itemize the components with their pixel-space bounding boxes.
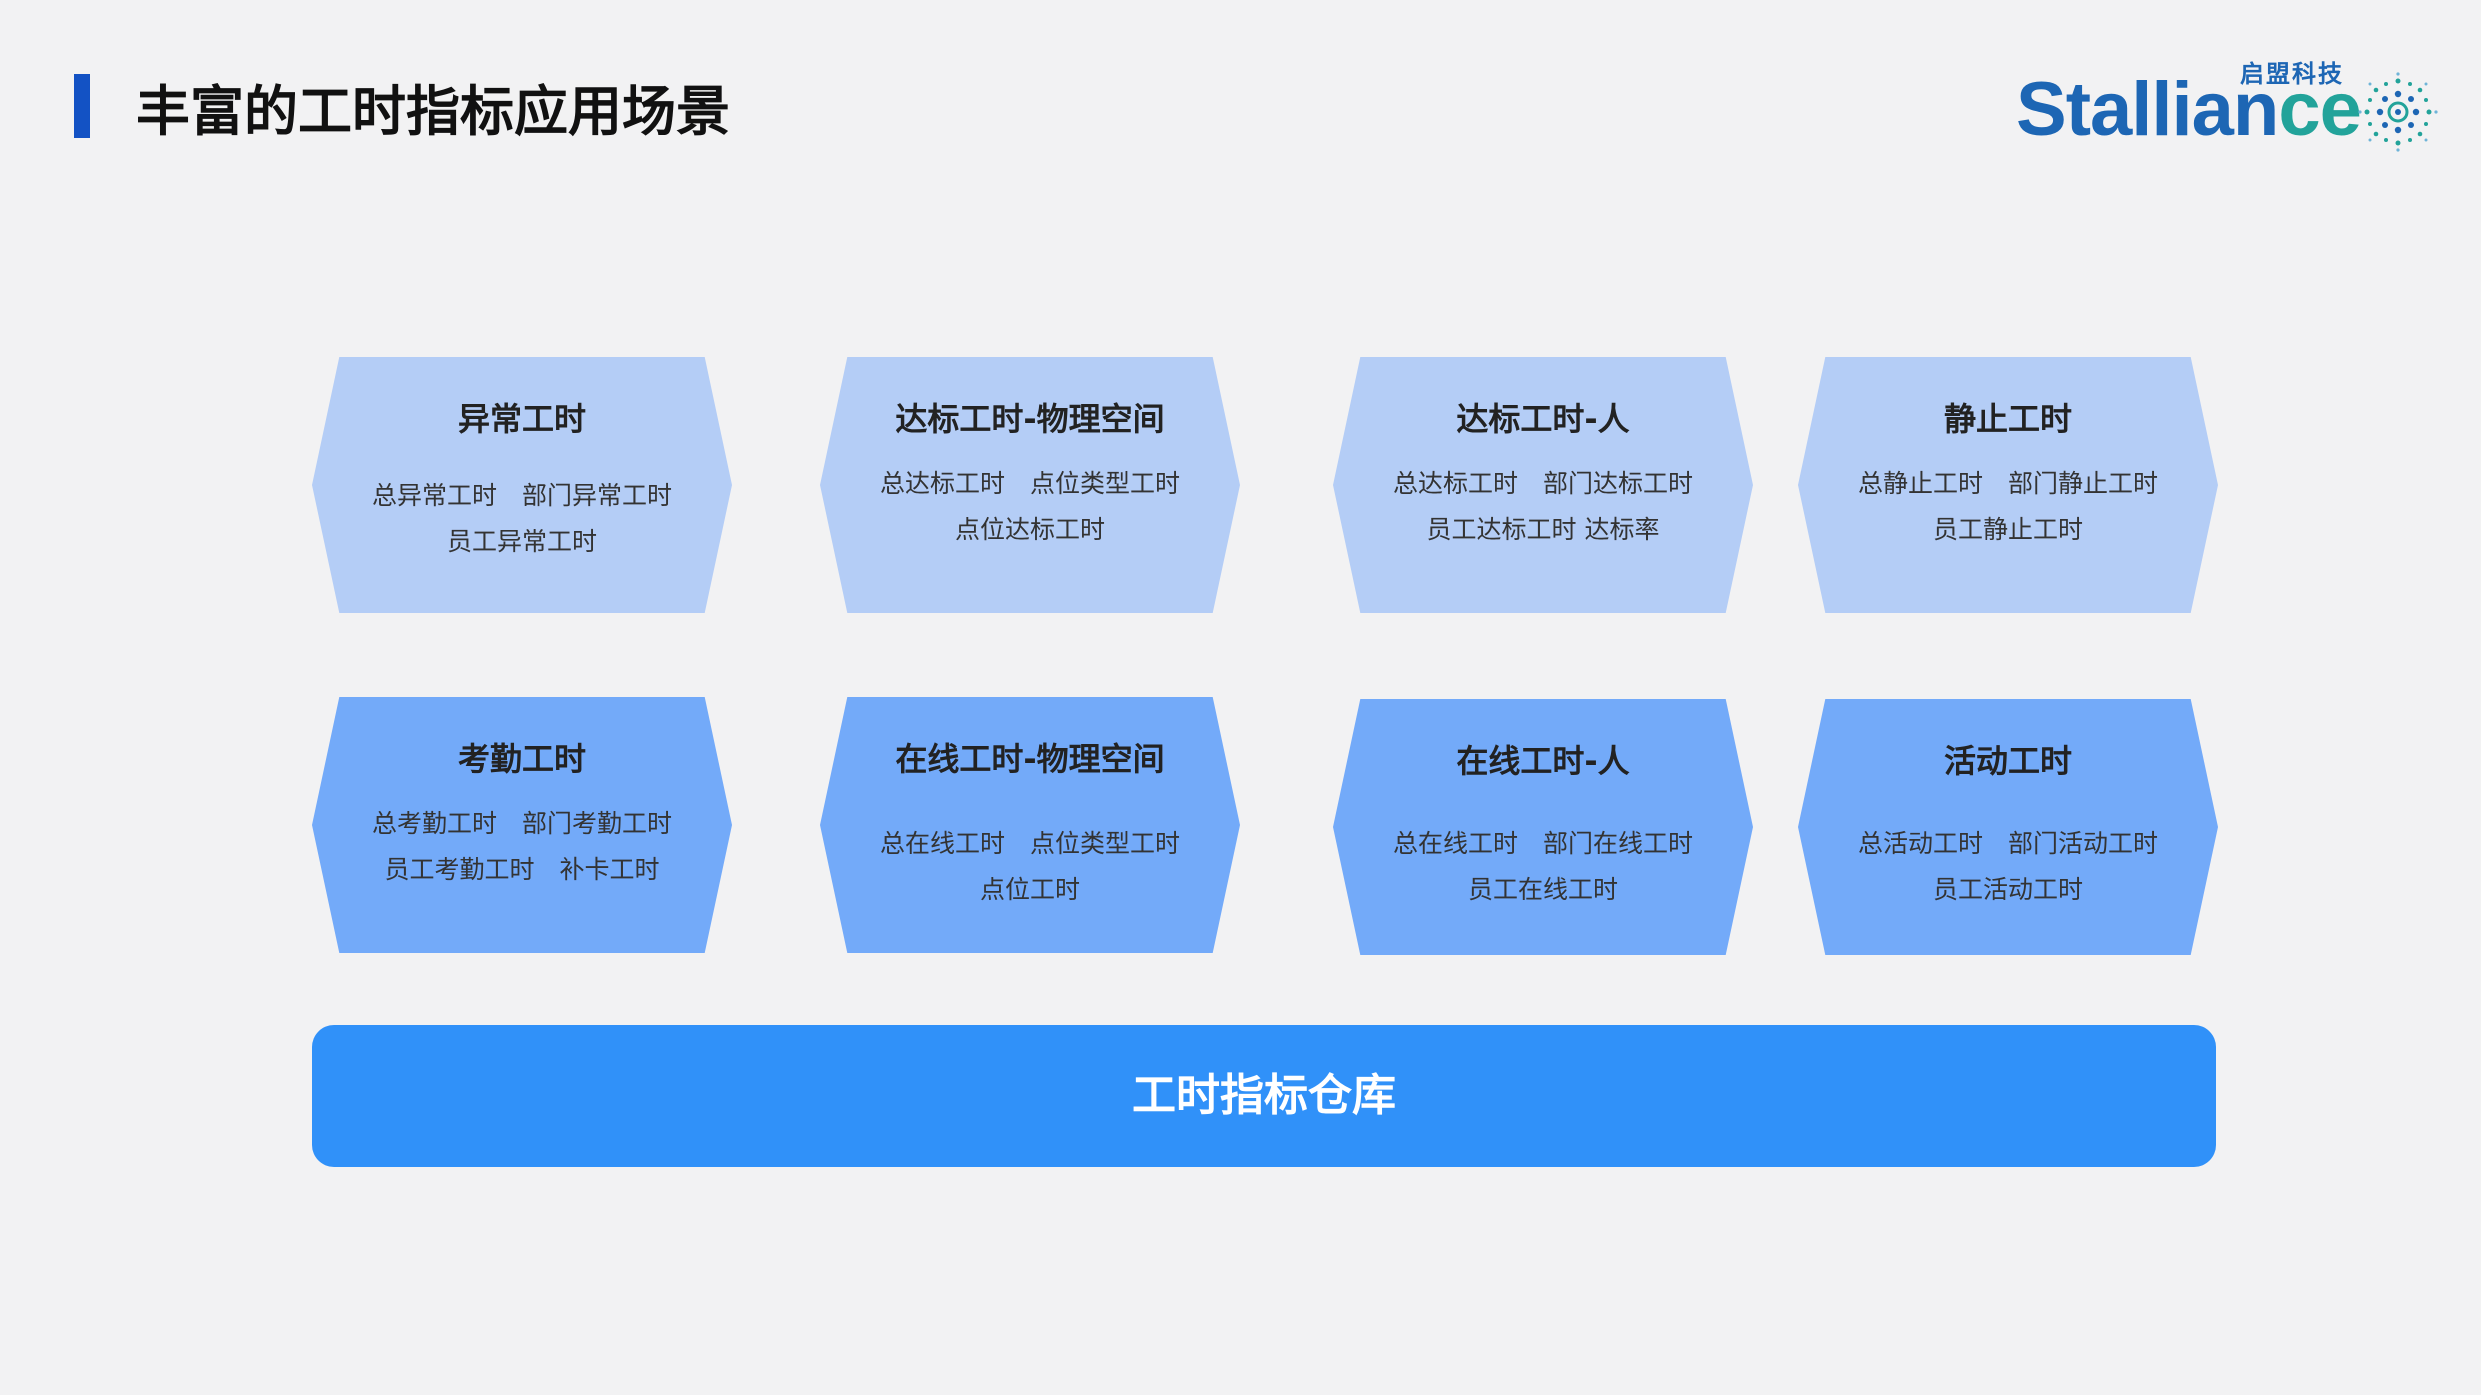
card-title: 考勤工时 [457, 740, 586, 778]
hexagon-shape [820, 357, 1240, 613]
logo-word-main: Stallian [2016, 67, 2279, 152]
card-line: 员工异常工时 [446, 527, 597, 556]
card-line: 员工达标工时 达标率 [1426, 515, 1660, 544]
card-line: 员工静止工时 [1932, 515, 2083, 544]
card-line: 员工在线工时 [1467, 875, 1618, 904]
hexagon-shape [820, 697, 1240, 953]
metric-card-idle-hours: 静止工时 总静止工时 部门静止工时 员工静止工时 [1798, 357, 2218, 613]
company-logo: 启盟科技 Stalliance [2016, 60, 2438, 152]
hexagon-shape [1333, 699, 1753, 955]
logo-wordmark: Stalliance [2016, 67, 2362, 152]
metric-card-active-hours: 活动工时 总活动工时 部门活动工时 员工活动工时 [1798, 699, 2218, 955]
card-title: 达标工时-物理空间 [895, 400, 1165, 438]
page-title: 丰富的工时指标应用场景 [136, 80, 730, 143]
warehouse-label: 工时指标仓库 [1132, 1070, 1396, 1121]
card-line: 总静止工时 部门静止工时 [1857, 469, 2158, 498]
card-line: 总异常工时 部门异常工时 [371, 481, 672, 510]
hexagon-shape [312, 697, 732, 953]
metric-card-qualified-person: 达标工时-人 总达标工时 部门达标工时 员工达标工时 达标率 [1333, 357, 1753, 613]
card-line: 员工考勤工时 补卡工时 [384, 855, 660, 884]
card-title: 在线工时-物理空间 [895, 740, 1165, 778]
metric-card-qualified-space: 达标工时-物理空间 总达标工时 点位类型工时 点位达标工时 [820, 357, 1240, 613]
metric-card-abnormal-hours: 异常工时 总异常工时 部门异常工时 员工异常工时 [312, 357, 732, 613]
card-title: 在线工时-人 [1456, 742, 1630, 780]
hexagon-shape [1798, 699, 2218, 955]
dotted-orb-icon [2358, 72, 2438, 152]
card-line: 总在线工时 部门在线工时 [1392, 829, 1693, 858]
card-title: 活动工时 [1943, 742, 2072, 780]
card-title: 达标工时-人 [1456, 400, 1630, 438]
hexagon-shape [312, 357, 732, 613]
card-line: 点位达标工时 [954, 515, 1105, 544]
card-line: 总在线工时 点位类型工时 [879, 829, 1180, 858]
metric-card-online-person: 在线工时-人 总在线工时 部门在线工时 员工在线工时 [1333, 699, 1753, 955]
card-title: 静止工时 [1943, 400, 2072, 438]
hexagon-shape [1333, 357, 1753, 613]
card-title: 异常工时 [457, 400, 586, 438]
logo-chinese-name: 启盟科技 [2240, 60, 2344, 88]
card-line: 总考勤工时 部门考勤工时 [371, 809, 672, 838]
card-line: 总达标工时 点位类型工时 [879, 469, 1180, 498]
metric-card-attendance-hours: 考勤工时 总考勤工时 部门考勤工时 员工考勤工时 补卡工时 [312, 697, 732, 953]
metric-warehouse-bar: 工时指标仓库 [312, 1025, 2216, 1167]
logo-word-tail: ce [2278, 67, 2362, 152]
metric-card-online-space: 在线工时-物理空间 总在线工时 点位类型工时 点位工时 [820, 697, 1240, 953]
card-line: 总达标工时 部门达标工时 [1392, 469, 1693, 498]
title-accent-bar [74, 74, 90, 138]
card-line: 员工活动工时 [1932, 875, 2083, 904]
hexagon-shape [1798, 357, 2218, 613]
card-line: 点位工时 [979, 875, 1080, 904]
card-line: 总活动工时 部门活动工时 [1857, 829, 2158, 858]
